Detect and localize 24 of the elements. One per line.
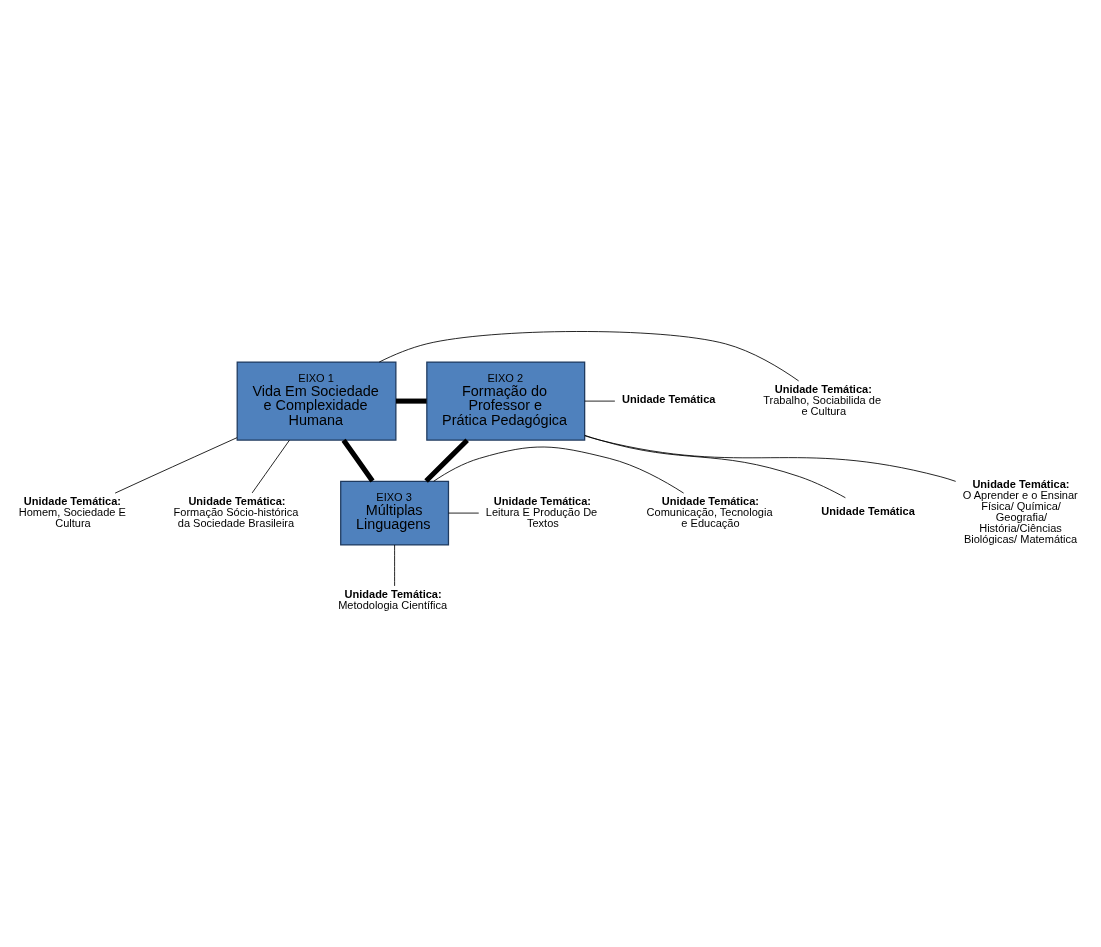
node-text: Unidade Temática: Homem, Sociedade E Cultura (18, 494, 126, 529)
node-box: EIXO 1 Vida Em Sociedade e Complexidade Humana (236, 360, 397, 441)
connector (584, 400, 616, 402)
node-text: Unidade Temática (621, 392, 716, 405)
connector (251, 439, 290, 493)
node-box: EIXO 3 Múltiplas Linguagens (340, 480, 450, 546)
node-text: Unidade Temática: Comunicação, Tecnologia e Educação (646, 494, 773, 529)
node-text: Unidade Temática (821, 504, 915, 517)
node-text: Unidade Temática: Trabalho, Sociabilida de e Cultura (763, 382, 882, 417)
connector (378, 330, 800, 381)
node-text: Unidade Temática: Formação Sócio-histórica da Sociedade Brasileira (173, 494, 299, 529)
connector (433, 446, 685, 493)
connector (584, 434, 957, 482)
connector (396, 398, 427, 404)
connector (341, 438, 375, 482)
node-box: EIXO 2 Formação do Professor e Prática Pedagógica (426, 360, 586, 441)
connector (584, 434, 846, 498)
node-text: Unidade Temática: O Aprender e o Ensinar Física/ Química/ Geografia/ História/Ciências Biológicas/ Matemática (962, 477, 1078, 545)
connector (448, 512, 480, 513)
connector (394, 544, 395, 586)
connector (114, 436, 238, 494)
node-text: Unidade Temática: Metodologia Científica (338, 587, 448, 611)
connector (424, 437, 469, 483)
node-text: Unidade Temática: Leitura E Produção De Textos (485, 494, 598, 529)
